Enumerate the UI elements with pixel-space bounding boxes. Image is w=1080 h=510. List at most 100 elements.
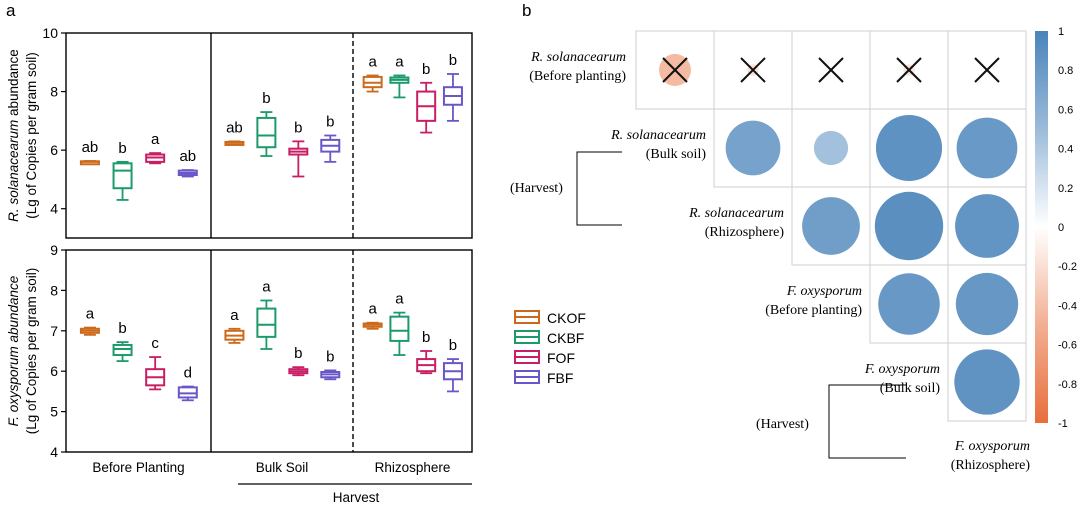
significance-letter: a — [395, 291, 404, 308]
significance-letter: b — [262, 90, 270, 107]
y-tick-label: 10 — [42, 25, 58, 41]
correlation-circle — [955, 272, 1019, 336]
correlation-circle — [725, 120, 781, 176]
box-ckof — [79, 160, 100, 166]
significance-letter: b — [326, 348, 334, 365]
harvest-label: Harvest — [333, 490, 380, 505]
variable-sub: (Before planting) — [765, 303, 862, 318]
box-ckof — [224, 327, 245, 344]
box-fbf — [177, 169, 198, 178]
box-fbf — [177, 385, 198, 402]
x-category-label: Before Planting — [92, 460, 184, 475]
variable-name: R. solanacearum — [610, 128, 706, 143]
non-significant-cross — [740, 57, 766, 83]
colorbar-tick-label: -0.2 — [1058, 261, 1077, 273]
correlation-circle — [956, 117, 1018, 179]
colorbar: 10.80.60.40.20-0.2-0.4-0.6-0.8-1 — [1035, 26, 1077, 430]
box-fbf — [320, 369, 341, 381]
panel-a-label: a — [6, 1, 16, 20]
box-ckof — [362, 321, 383, 330]
significance-letter: b — [294, 345, 302, 362]
y-axis-label: F. oxysporum abundance — [6, 276, 21, 427]
box-ckbf — [112, 341, 133, 363]
correlation-circle — [802, 197, 860, 255]
significance-letter: a — [151, 131, 160, 148]
significance-letter: b — [294, 119, 302, 136]
significance-letter: b — [118, 320, 126, 337]
box-fof — [288, 140, 309, 178]
harvest-bracket-rs — [576, 151, 622, 226]
y-tick-label: 8 — [50, 84, 58, 100]
colorbar-tick-label: -0.4 — [1058, 300, 1077, 312]
harvest-bracket-fo — [828, 384, 906, 459]
harvest-label-fo: (Harvest) — [756, 417, 809, 432]
significance-letter: a — [230, 307, 239, 324]
box-fof — [288, 366, 309, 377]
box-fof — [416, 350, 437, 375]
x-category-label: Rhizosphere — [375, 460, 451, 475]
y-tick-label: 4 — [50, 201, 58, 217]
variable-sub: (Rhizosphere) — [951, 458, 1031, 473]
significance-letter: ab — [179, 148, 196, 165]
significance-letter: b — [118, 140, 126, 157]
significance-letter: b — [326, 114, 334, 131]
correlation-panel: R. solanacearum (Before planting) R. solan… — [510, 30, 1031, 473]
variable-sub: (Rhizosphere) — [705, 225, 785, 240]
y-axis-label-units: (Lg of Copies per gram soil) — [24, 268, 39, 435]
y-tick-label: 6 — [50, 142, 58, 158]
plot-frame — [65, 249, 473, 453]
box-ckbf — [112, 160, 133, 201]
box-body — [112, 343, 133, 357]
box-ckbf — [389, 311, 410, 356]
legend-label: FBF — [547, 370, 573, 386]
box-body — [256, 116, 277, 149]
colorbar-tick-label: 1 — [1058, 26, 1064, 38]
colorbar-tick-label: -0.6 — [1058, 340, 1077, 352]
colorbar-tick-label: 0.4 — [1058, 144, 1073, 156]
significance-letter: a — [368, 301, 377, 318]
legend-label: FOF — [547, 350, 575, 366]
colorbar-tick-label: 0.6 — [1058, 104, 1073, 116]
significance-letter: a — [86, 306, 95, 323]
box-fbf — [442, 73, 463, 122]
variable-name: F. oxysporum — [786, 284, 862, 299]
significance-letter: a — [395, 53, 404, 70]
y-tick-label: 8 — [50, 282, 58, 298]
box-ckof — [224, 140, 245, 146]
y-axis-label-units: (Lg of Copies per gram soil) — [24, 52, 39, 219]
box-fof — [145, 152, 166, 165]
panel-b-label: b — [522, 1, 531, 20]
non-significant-cross — [662, 57, 688, 83]
colorbar-tick-label: -0.8 — [1058, 379, 1077, 391]
plot-frame — [65, 32, 473, 239]
variable-sub: (Bulk soil) — [646, 147, 707, 162]
significance-letter: ab — [82, 139, 99, 156]
y-tick-label: 9 — [50, 242, 58, 258]
significance-letter: b — [422, 329, 430, 346]
box-body — [256, 307, 277, 338]
legend-label: CKOF — [547, 310, 586, 326]
significance-letter: d — [184, 365, 192, 382]
harvest-label-rs: (Harvest) — [510, 181, 563, 196]
significance-letter: b — [449, 52, 457, 69]
variable-name: R. solanacearum — [688, 206, 784, 221]
box-fof — [416, 81, 437, 134]
significance-letter: ab — [226, 119, 243, 136]
box-ckof — [79, 326, 100, 336]
y-tick-label: 6 — [50, 363, 58, 379]
box-ckbf — [256, 111, 277, 157]
box-fof — [145, 356, 166, 391]
correlation-circle — [878, 273, 940, 335]
variable-sub: (Bulk soil) — [880, 381, 941, 396]
colorbar-tick-label: -1 — [1058, 418, 1068, 430]
box-fbf — [442, 358, 463, 393]
colorbar-tick-label: 0.2 — [1058, 183, 1073, 195]
box-body — [177, 386, 198, 399]
correlation-circle — [955, 194, 1019, 258]
colorbar-tick-label: 0 — [1058, 222, 1064, 234]
box-body — [389, 315, 410, 342]
box-ckbf — [389, 74, 410, 99]
